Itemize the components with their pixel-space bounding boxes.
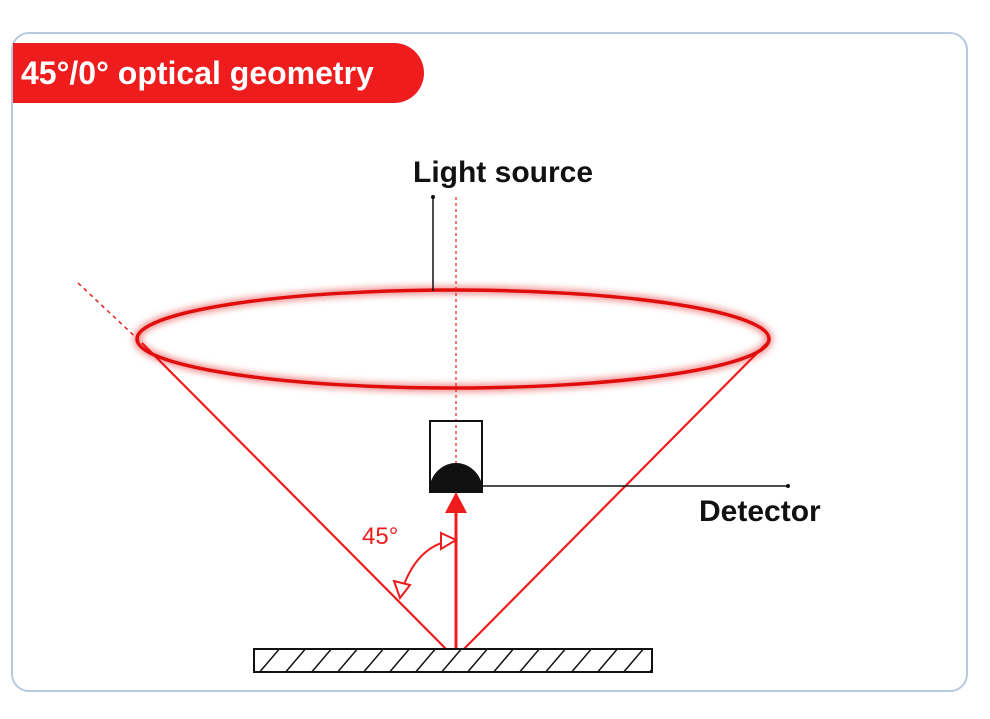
hatch-line	[570, 649, 593, 672]
title-banner: 45°/0° optical geometry	[13, 43, 424, 103]
hatch-line	[284, 649, 307, 672]
hatch-line	[466, 649, 489, 672]
hatch-line	[362, 649, 385, 672]
hatch-line	[310, 649, 333, 672]
ray-extension-dashed	[77, 282, 145, 346]
cone-right-line	[454, 339, 771, 659]
hatch-line	[648, 668, 652, 672]
hatch-line	[674, 647, 697, 674]
cone-left-line	[141, 342, 456, 659]
hatch-line	[518, 649, 541, 672]
hatch-line	[492, 649, 515, 672]
diagram-title: 45°/0° optical geometry	[21, 55, 374, 91]
angle-arrowhead-bottom	[392, 579, 412, 601]
sample-plate	[253, 648, 653, 673]
angle-arrowhead-top	[440, 531, 459, 551]
detector-sensor	[429, 463, 483, 492]
hatch-line	[622, 649, 645, 672]
hatch-line	[544, 649, 567, 672]
angle-arc	[401, 539, 457, 591]
sample-hatching	[258, 647, 697, 674]
hatch-line	[440, 649, 463, 672]
reflected-ray-arrowhead	[445, 492, 467, 513]
light-source-ring	[135, 288, 771, 390]
hatch-line	[414, 649, 437, 672]
detector-leader-dot	[786, 484, 790, 488]
angle-label: 45°	[362, 523, 398, 550]
hatch-line	[388, 649, 411, 672]
detector-label: Detector	[699, 495, 821, 528]
hatch-line	[258, 649, 281, 672]
hatch-line	[596, 649, 619, 672]
light-source-label: Light source	[413, 156, 593, 189]
hatch-line	[336, 649, 359, 672]
